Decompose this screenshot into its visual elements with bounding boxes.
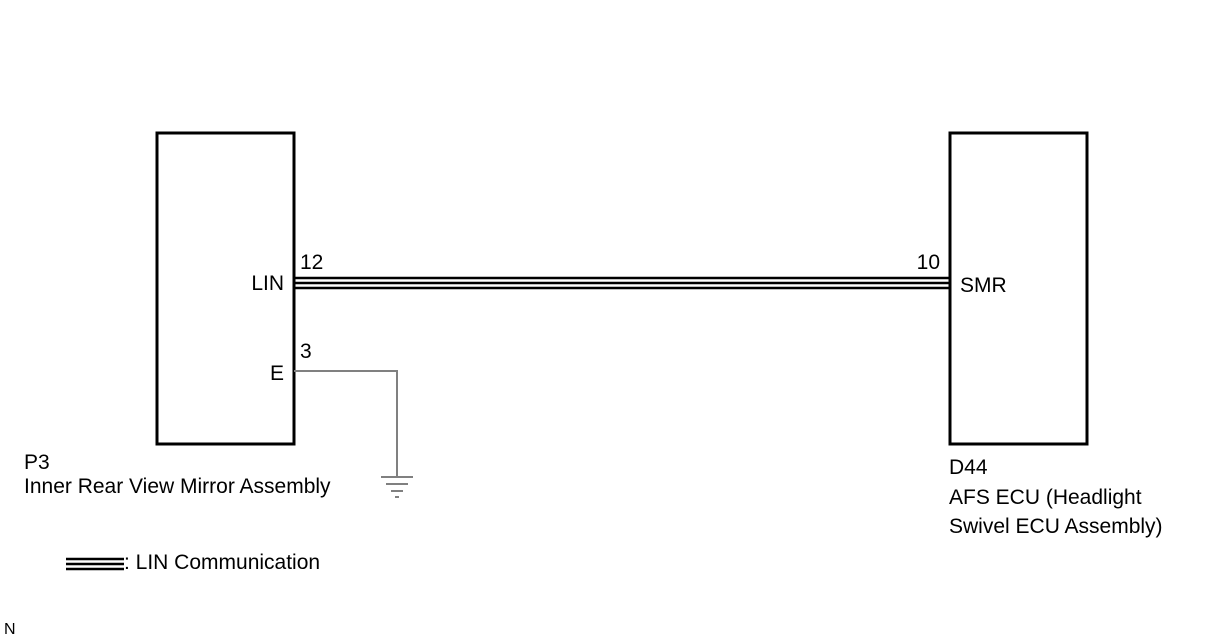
corner-mark: N: [4, 621, 16, 638]
right-component-code: D44: [949, 456, 988, 479]
pin-label-e: E: [270, 362, 284, 385]
lin-bus-wire: [294, 276, 950, 290]
pin-number-3: 3: [300, 340, 312, 363]
right-component-name-line1: AFS ECU (Headlight: [949, 486, 1142, 509]
right-component-name-line2: Swivel ECU Assembly): [949, 515, 1163, 538]
legend-lin-symbol: [66, 557, 124, 571]
pin-number-12: 12: [300, 251, 323, 274]
right-component-box: [948, 131, 1089, 446]
left-component-box: [155, 131, 296, 446]
pin-label-smr: SMR: [960, 274, 1007, 297]
ground-icon: [381, 476, 413, 498]
ground-wire: [294, 370, 398, 476]
legend-text: : LIN Communication: [124, 551, 320, 574]
left-component-name: Inner Rear View Mirror Assembly: [24, 475, 331, 498]
left-component-code: P3: [24, 451, 50, 474]
pin-number-10: 10: [917, 251, 940, 274]
pin-label-lin: LIN: [251, 272, 284, 295]
